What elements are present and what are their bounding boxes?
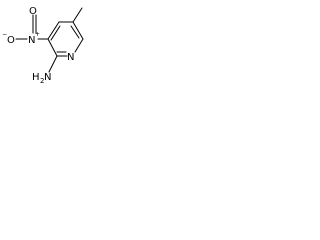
atom-label-amino-n: N <box>44 72 51 83</box>
atom-subscript-amino-2: 2 <box>40 77 44 85</box>
atom-label-nitro-o-left: O <box>7 35 15 46</box>
bond-n1-c6 <box>74 38 84 53</box>
atom-charge-nitro-o-left: − <box>2 31 7 38</box>
bond-c4-c3-double <box>50 25 61 41</box>
bond-c3-c2 <box>47 38 58 57</box>
chemical-structure-diagram: N N + O − O H 2 N <box>2 6 84 85</box>
bond-methyl-c5 <box>72 7 83 23</box>
atom-label-nitro-o-top: O <box>29 6 37 17</box>
bond-c4-c3 <box>47 21 60 40</box>
atom-label-amino-h: H <box>32 72 40 83</box>
atom-charge-nitro-n: + <box>35 31 40 38</box>
atom-label-pyridine-n: N <box>67 52 74 63</box>
atom-label-layer: N N + O − O H 2 N <box>2 6 74 85</box>
bond-c6-c5-double <box>70 25 80 39</box>
bond-layer <box>15 7 84 73</box>
atom-label-nitro-n: N <box>28 35 35 46</box>
structure-canvas: N N + O − O H 2 N <box>0 0 100 92</box>
bond-c6-c5 <box>72 21 84 40</box>
bond-c2-amino <box>48 55 58 73</box>
